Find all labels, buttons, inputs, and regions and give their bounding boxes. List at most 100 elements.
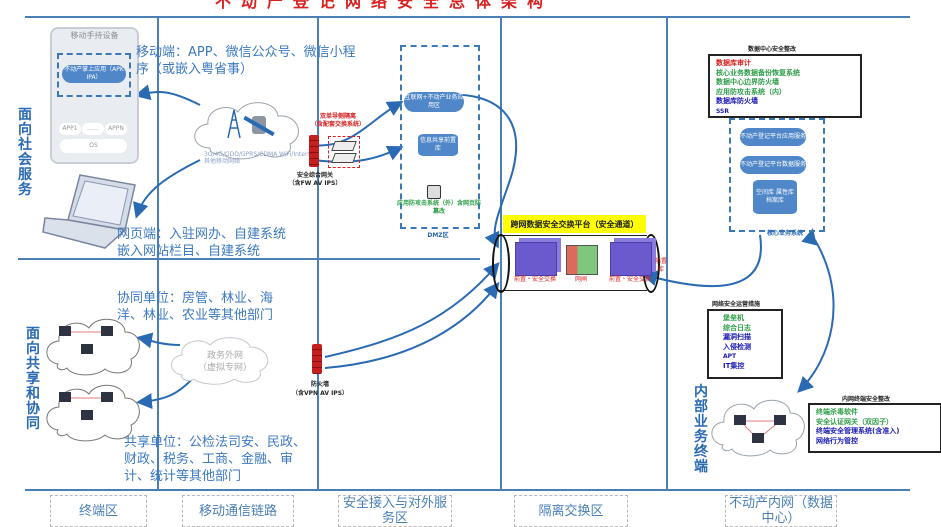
netsec-item-1: 综合日志	[723, 323, 751, 332]
dmz-shared-db: 信息共享前置库	[418, 134, 458, 156]
right-tag-label: 前置库	[654, 258, 667, 273]
mobile-channel-text: 移动端：APP、微信公众号、微信小程序（或嵌入粤省事）	[136, 45, 356, 77]
switch-icon-1	[331, 141, 357, 151]
top-border	[25, 16, 910, 18]
netsec-item-2: 漏洞扫描	[723, 333, 751, 341]
gov-net-line1: 政务外网	[206, 351, 243, 361]
gov-net-label: 政务外网 （虚拟专网）	[195, 350, 255, 374]
right-server-icon	[610, 242, 652, 276]
netsec-mgmt-title: 网络安全运营措施	[712, 301, 761, 308]
mobile-app-1: APP1	[59, 123, 81, 135]
gap-device-icon	[566, 245, 598, 275]
link-core-exchange	[641, 234, 762, 288]
firewall-label: 防火墙	[310, 381, 329, 388]
zone-secure-access: 安全接入与对外服务区	[338, 495, 452, 527]
dc-item-4: 数据库防火墙	[716, 97, 758, 105]
zone-intranet: 不动产内网（数据中心）	[725, 495, 837, 527]
zone-mobile-link: 移动通信链路	[182, 495, 294, 527]
dc-item-2: 数据中心边界防火墙	[716, 78, 779, 86]
label-sharing-collab: 面向共享和协同	[26, 326, 40, 432]
netsec-item-0: 堡垒机	[723, 314, 744, 322]
col-divider-1	[157, 16, 159, 490]
left-server-icon	[515, 242, 557, 276]
label-internal-terminal: 内部业务终端	[694, 384, 708, 475]
dc-item-1: 核心业务数据备份恢复系统	[716, 68, 800, 77]
core-app-service: 不动产登记平台应用服务	[740, 128, 806, 146]
terminal-sec-box: 终端杀毒软件 安全认证网关（双因子） 终端安全管理系统(含准入) 网络行为管控	[808, 403, 941, 453]
core-system-zone	[729, 118, 825, 232]
zone-isolation: 隔离交换区	[514, 495, 628, 527]
link-core-up	[801, 228, 817, 246]
firewall-icon	[312, 344, 322, 374]
dmz-waf-label: 应用防攻击系统（外）含网页防篡改	[397, 200, 482, 215]
row-divider	[18, 258, 480, 260]
mobile-app-pill: 不动产掌上应用（APK IPA）	[62, 65, 126, 83]
mobile-app-dashed-box	[57, 53, 131, 97]
mobile-app-n: APPN	[105, 123, 127, 135]
core-databases: 空间库 属性库 档案库	[753, 180, 797, 214]
firewall-sublabel: （含VPN AV IPS）	[291, 390, 349, 397]
diagram-title: 不动产登记网络安全总体架构	[215, 0, 554, 11]
link-web	[133, 159, 201, 219]
gov-net-cloud	[171, 337, 269, 385]
link-fw-exchange-1	[324, 261, 500, 358]
security-gateway-label: 安全综合网关	[296, 172, 333, 179]
netsec-item-4: APT	[723, 353, 737, 360]
gap-label: 网闸	[574, 276, 587, 283]
dmz-zone	[400, 45, 480, 229]
mobile-network-cloud	[194, 102, 300, 160]
mobile-network-caption: 3G/4G/GDD/GPRS/CDMA WiFi/Internet/其他移动网络	[204, 151, 320, 165]
link-fw-exchange-2	[324, 281, 500, 369]
netsec-item-3: 入侵检测	[723, 342, 751, 351]
bottom-border	[25, 489, 910, 491]
term-item-0: 终端杀毒软件	[816, 408, 858, 416]
link-gov-coop	[136, 332, 181, 349]
internal-terminal-cloud	[711, 399, 805, 457]
term-item-1: 安全认证网关（双因子）	[816, 417, 893, 426]
laptop-icon	[42, 174, 136, 249]
exchange-platform-title: 跨网数据安全交换平台（安全通道）	[503, 215, 646, 233]
link-mobile	[134, 84, 201, 106]
mobile-app-ellipsis: ……	[82, 123, 104, 135]
left-server-label: 前置・安全交换	[513, 276, 556, 283]
link-gw-dmz-2	[314, 145, 404, 163]
dmz-label: DMZ区	[427, 232, 449, 239]
dc-item-5: SSR	[716, 107, 729, 115]
sharing-cloud	[46, 384, 140, 442]
zone-terminal: 终端区	[50, 495, 147, 527]
mobile-device: 移动手持设备 不动产掌上应用（APK IPA） APP1 …… APPN OS	[50, 27, 139, 164]
right-server-label: 前置・安全交换	[608, 276, 651, 283]
dmz-app-zone: 互联网+不动产业务应用区	[404, 92, 464, 112]
netsec-item-5: IT集控	[723, 361, 745, 370]
tube-left-end	[492, 234, 510, 293]
term-item-2: 终端安全管理系统(含准入)	[816, 427, 900, 435]
gov-net-line2: （虚拟专网）	[197, 363, 252, 373]
col-divider-4	[666, 16, 668, 490]
link-core-terminal	[797, 239, 835, 393]
isolation-device-sublabel: （含配套交换系统）	[310, 121, 365, 128]
web-channel-text: 网页端：入驻网办、自建系统嵌入网站栏目、自建系统	[117, 227, 287, 259]
term-item-3: 网络行为管控	[816, 436, 858, 445]
switch-icon-2	[331, 153, 357, 163]
isolation-device-label: 双单导侧隔离	[319, 113, 356, 120]
label-social-service: 面向社会服务	[18, 107, 32, 198]
netsec-mgmt-box: 堡垒机 综合日志 漏洞扫描 入侵检测 APT IT集控	[707, 309, 783, 379]
cooperation-units-text: 协同单位：房管、林业、海洋、林业、农业等其他部门	[117, 291, 274, 323]
col-divider-2	[317, 16, 319, 490]
core-data-service: 不动产登记平台数据服务	[740, 156, 806, 174]
dc-item-3: 应用防攻击系统（内）	[716, 87, 786, 96]
dc-item-0: 数据库审计	[716, 59, 751, 67]
core-system-label: 核心业务系统	[766, 230, 803, 237]
isolation-device-box	[328, 136, 360, 168]
cooperation-cloud	[46, 318, 140, 376]
sharing-units-text: 共享单位：公检法司安、民政、财政、税务、工商、金融、审计、统计等其他部门	[124, 435, 307, 484]
link-gw-dmz-1	[311, 101, 404, 147]
exchange-platform-tube	[497, 235, 647, 291]
terminal-sec-title: 内网终端安全整改	[842, 396, 891, 403]
security-gateway-firewall-icon	[309, 135, 319, 167]
mobile-os: OS	[60, 139, 127, 153]
datacenter-sec-title: 数据中心安全整改	[748, 46, 797, 53]
mobile-device-title: 移动手持设备	[70, 31, 119, 40]
security-gateway-sublabel: （含FW AV IPS）	[288, 180, 342, 187]
